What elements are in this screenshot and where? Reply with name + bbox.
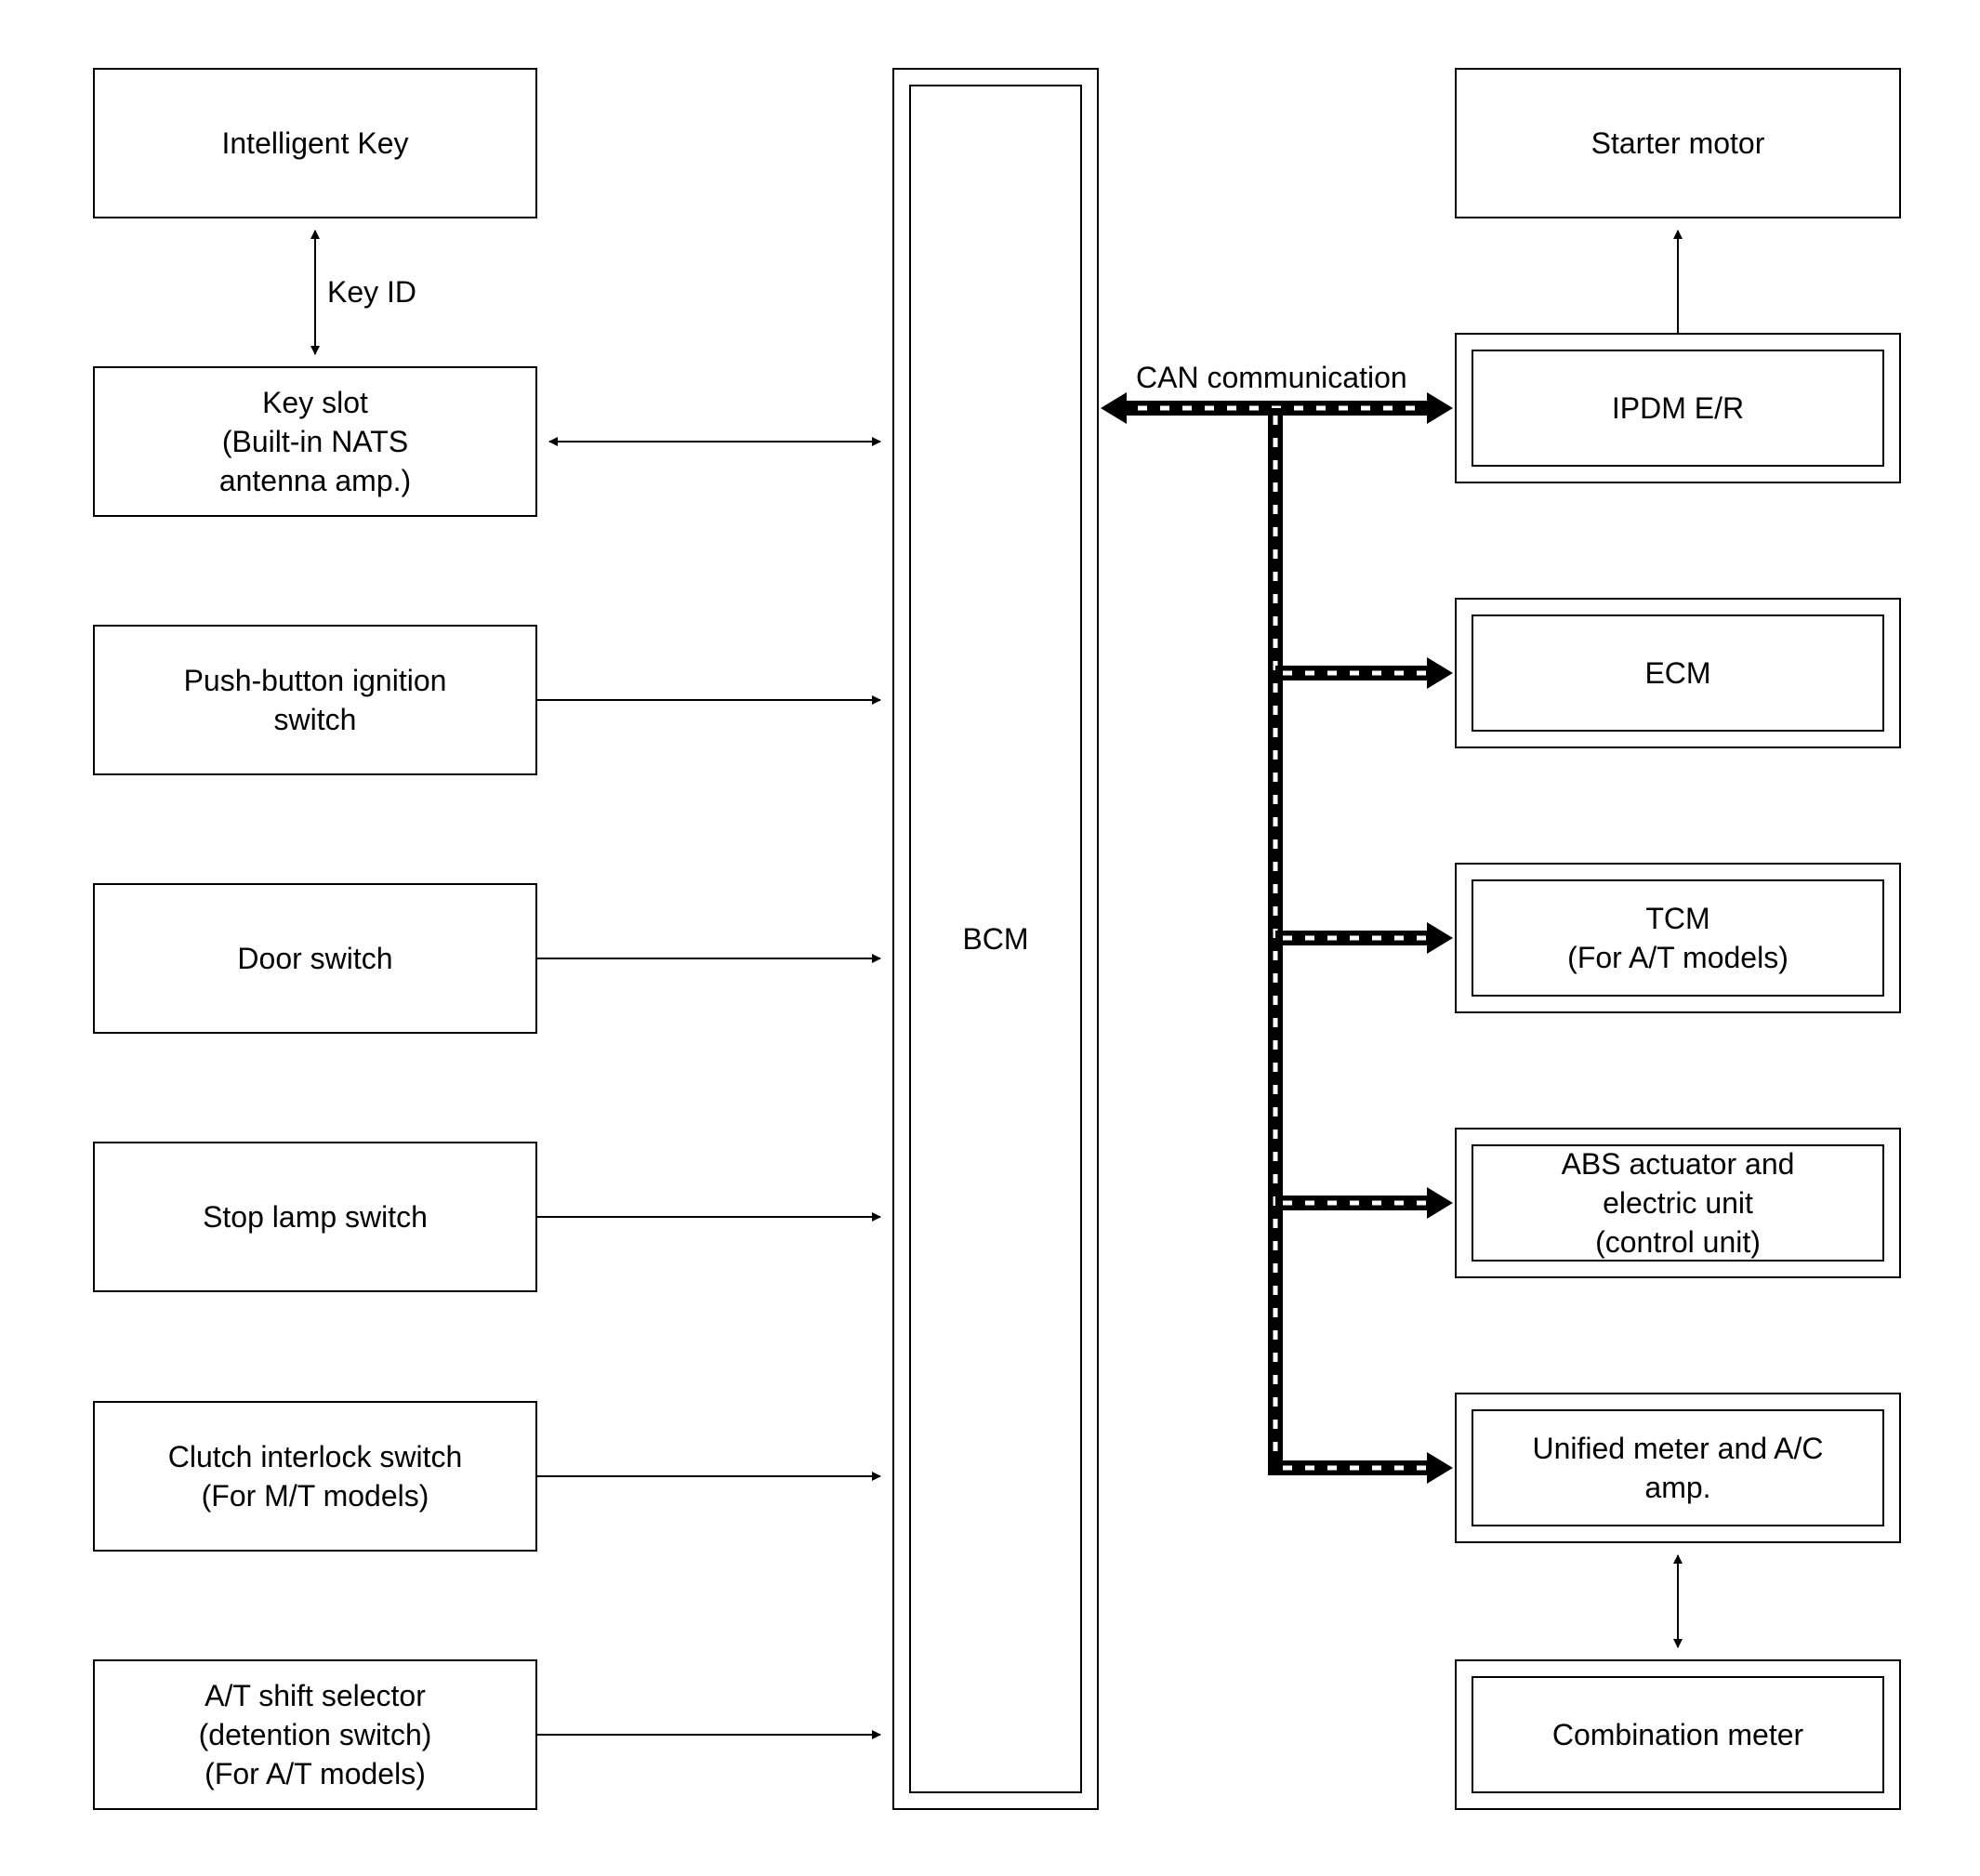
- stop-lamp-switch-block: Stop lamp switch: [93, 1142, 537, 1292]
- key-slot-label: Key slot (Built-in NATS antenna amp.): [218, 386, 412, 497]
- can-arrow-ipdm: [1427, 392, 1453, 424]
- starter-motor-label: Starter motor: [1591, 126, 1765, 160]
- combination-meter-block: Combination meter: [1455, 1659, 1901, 1810]
- intelligent-key-label: Intelligent Key: [221, 126, 409, 160]
- push-button-ignition-block: Push-button ignition switch: [93, 625, 537, 775]
- unified-meter-block: Unified meter and A/C amp.: [1455, 1393, 1901, 1543]
- starter-motor-block: Starter motor: [1455, 68, 1901, 218]
- at-shift-selector-label: A/T shift selector (detention switch) (F…: [198, 1679, 432, 1790]
- intelligent-key-block: Intelligent Key: [93, 68, 537, 218]
- can-communication-label: CAN communication: [1136, 361, 1407, 394]
- unified-meter-label: Unified meter and A/C amp.: [1532, 1432, 1824, 1504]
- bcm-label: BCM: [962, 922, 1029, 956]
- tcm-block: TCM (For A/T models): [1455, 863, 1901, 1013]
- can-arrow-ecm: [1427, 657, 1453, 689]
- abs-block: ABS actuator and electric unit (control …: [1455, 1128, 1901, 1278]
- key-slot-block: Key slot (Built-in NATS antenna amp.): [93, 366, 537, 517]
- push-button-ignition-label: Push-button ignition switch: [183, 664, 447, 736]
- stop-lamp-switch-label: Stop lamp switch: [203, 1200, 428, 1234]
- abs-label: ABS actuator and electric unit (control …: [1561, 1147, 1795, 1259]
- ecm-label: ECM: [1644, 656, 1711, 690]
- can-arrow-abs: [1427, 1187, 1453, 1219]
- clutch-interlock-switch-block: Clutch interlock switch (For M/T models): [93, 1401, 537, 1552]
- can-arrow-tcm: [1427, 922, 1453, 954]
- clutch-interlock-switch-label: Clutch interlock switch (For M/T models): [167, 1440, 463, 1513]
- door-switch-block: Door switch: [93, 883, 537, 1034]
- can-arrow-bcm: [1101, 392, 1127, 424]
- ecm-block: ECM: [1455, 598, 1901, 748]
- can-bus: [1101, 392, 1453, 1484]
- combination-meter-label: Combination meter: [1551, 1718, 1804, 1751]
- at-shift-selector-block: A/T shift selector (detention switch) (F…: [93, 1659, 537, 1810]
- key-id-label: Key ID: [327, 275, 417, 309]
- can-arrow-unified-meter: [1427, 1452, 1453, 1484]
- tcm-label: TCM (For A/T models): [1567, 902, 1789, 974]
- ipdm-label: IPDM E/R: [1611, 391, 1745, 425]
- ipdm-block: IPDM E/R: [1455, 333, 1901, 483]
- bcm-block: BCM: [892, 68, 1099, 1810]
- door-switch-label: Door switch: [237, 942, 393, 975]
